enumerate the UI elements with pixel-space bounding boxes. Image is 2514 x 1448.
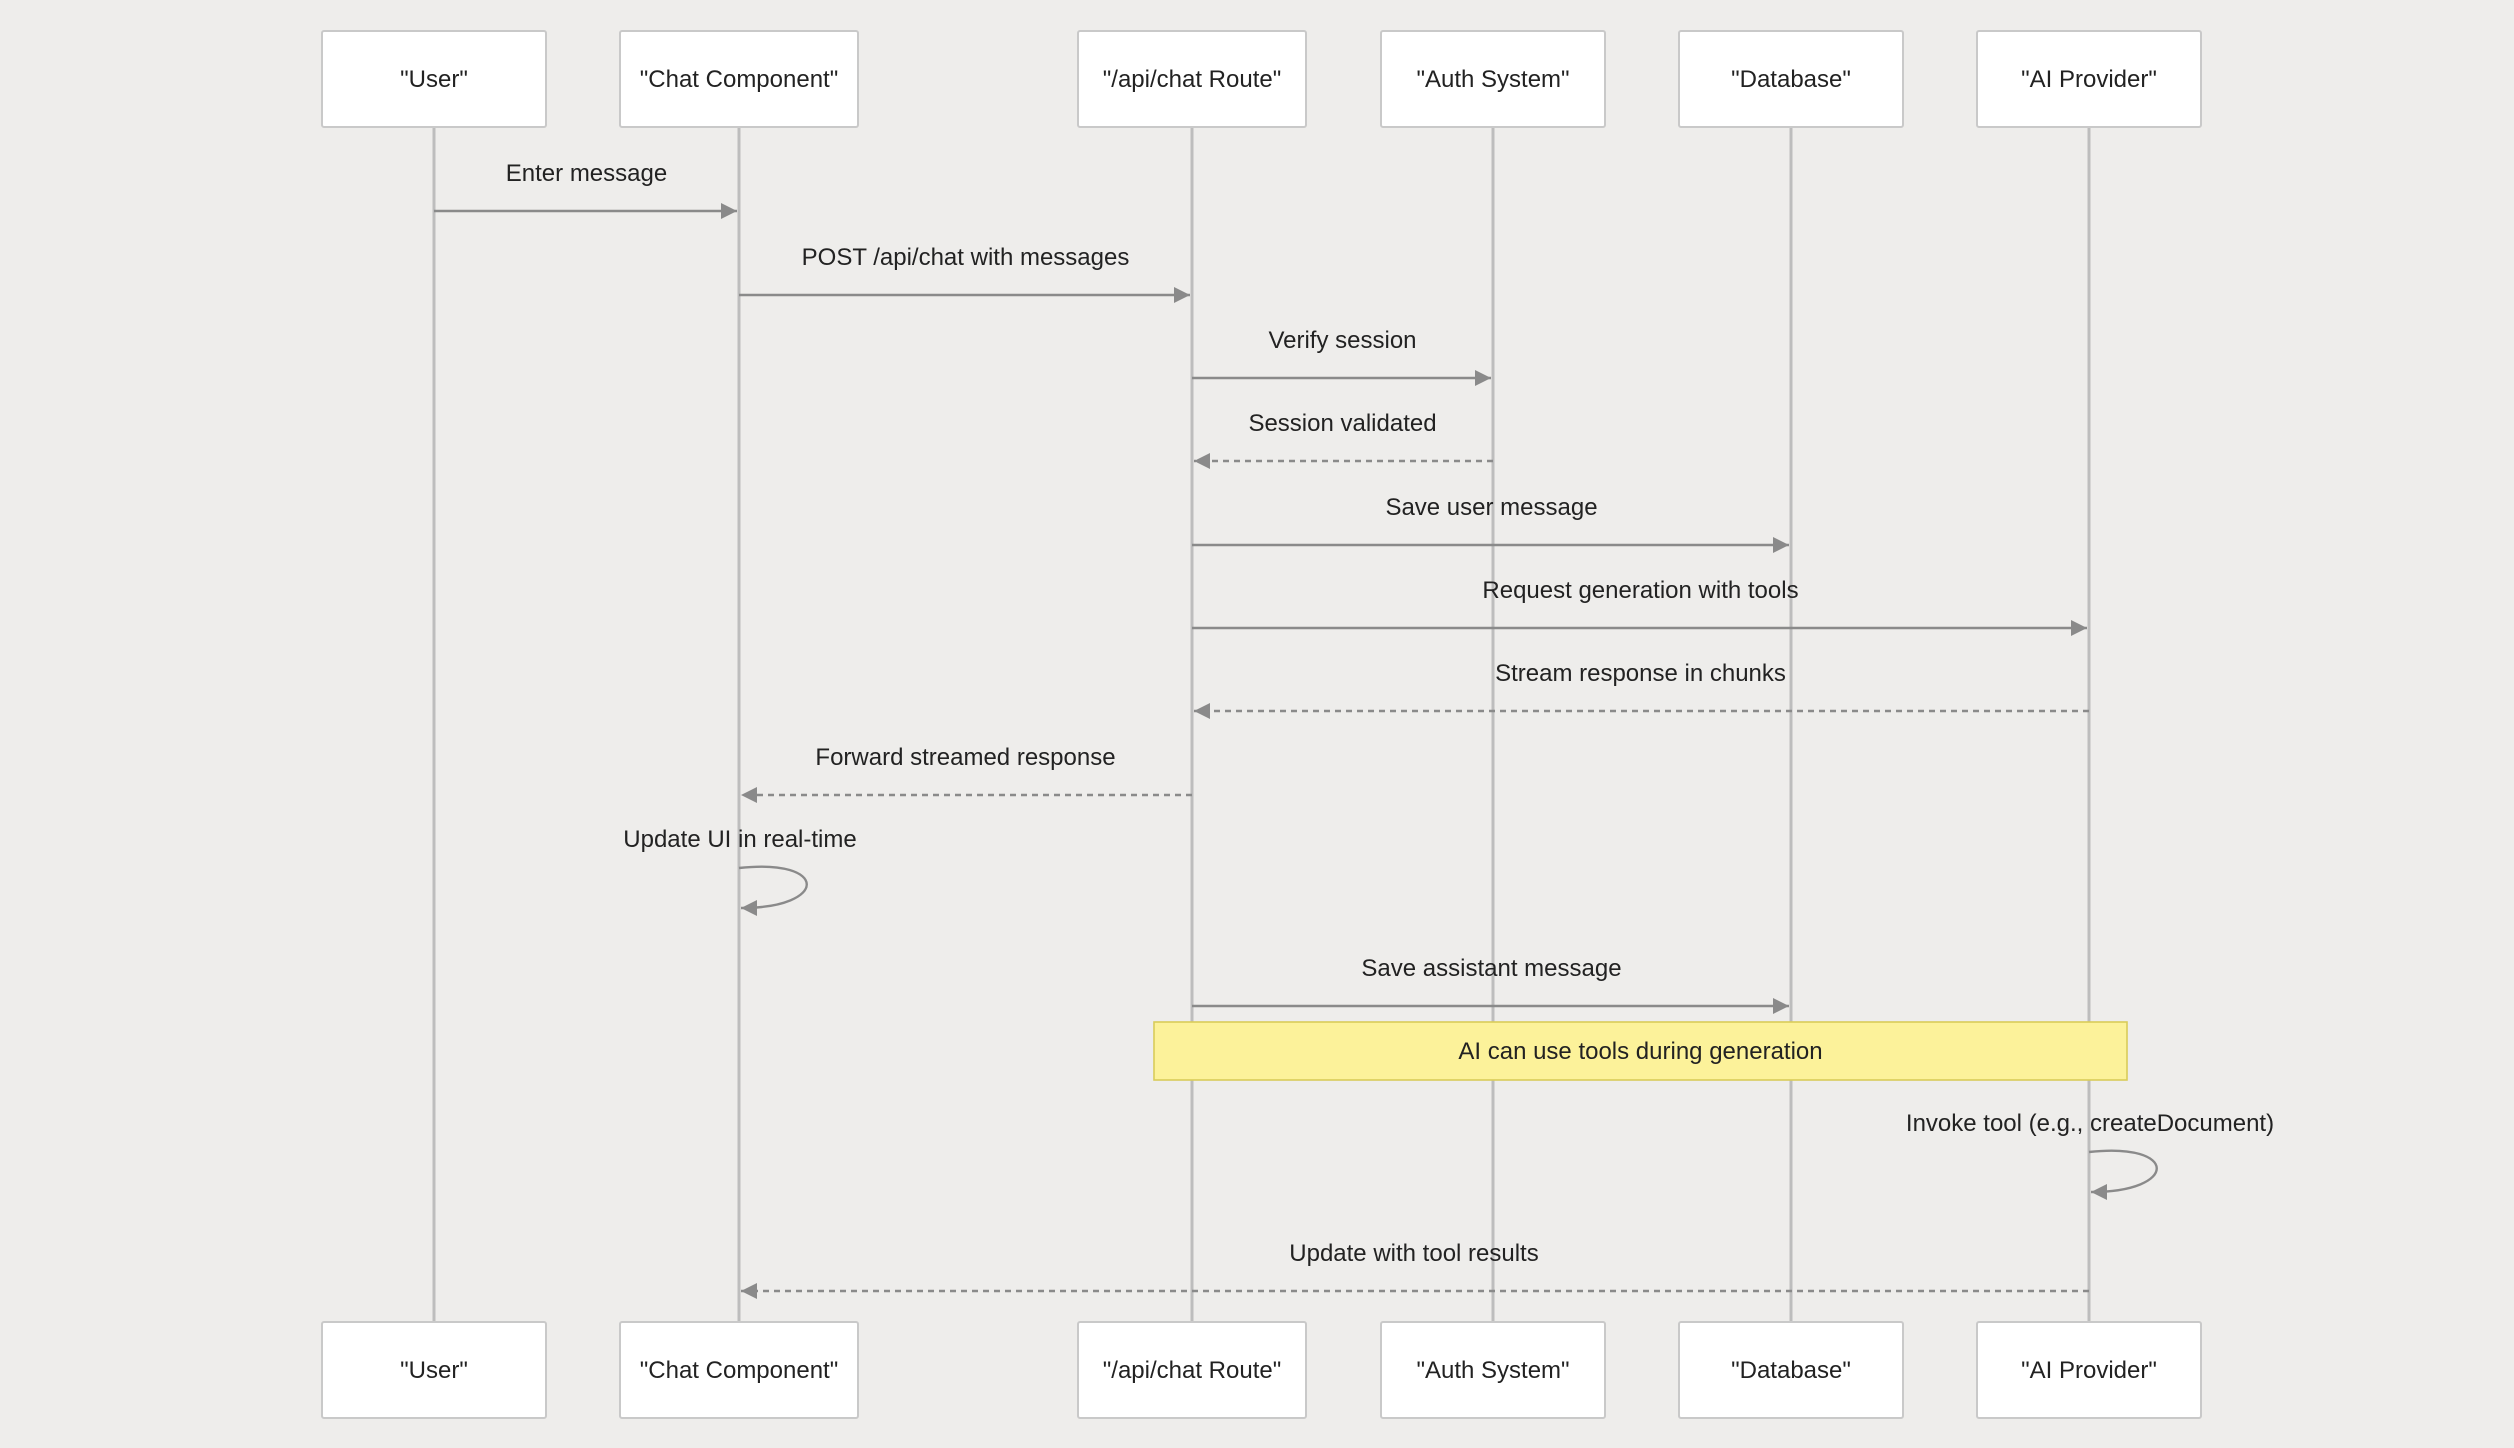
actor-box: [1380, 30, 1606, 128]
self-message-label: Update UI in real-time: [623, 826, 856, 853]
actor-auth-top: "Auth System": [1380, 30, 1606, 128]
message-label: Verify session: [1268, 327, 1416, 354]
actor-label: "Chat Component": [640, 1357, 838, 1384]
actor-label: "Auth System": [1416, 66, 1569, 93]
actor-route-top: "/api/chat Route": [1077, 30, 1307, 128]
actor-label: "/api/chat Route": [1103, 1357, 1281, 1384]
self-message-label: Invoke tool (e.g., createDocument): [1906, 1110, 2274, 1137]
actor-box: [619, 1321, 859, 1419]
message-label: Forward streamed response: [815, 744, 1115, 771]
actor-auth-bottom: "Auth System": [1380, 1321, 1606, 1419]
message-label: Session validated: [1248, 410, 1436, 437]
actor-ai-top: "AI Provider": [1976, 30, 2202, 128]
actor-user-bottom: "User": [321, 1321, 547, 1419]
self-message-arrow: [738, 865, 808, 916]
actor-route-bottom: "/api/chat Route": [1077, 1321, 1307, 1419]
actor-label: "User": [400, 66, 468, 93]
message-label: Stream response in chunks: [1495, 660, 1786, 687]
actor-box: [1976, 1321, 2202, 1419]
step-1-message: Enter message: [434, 160, 737, 219]
actor-label: "Database": [1731, 1357, 1851, 1384]
message-label: Save assistant message: [1361, 955, 1621, 982]
actor-db-top: "Database": [1678, 30, 1904, 128]
actor-chat-bottom: "Chat Component": [619, 1321, 859, 1419]
actor-label: "Database": [1731, 66, 1851, 93]
actor-label: "AI Provider": [2021, 1357, 2157, 1384]
step-4-message: Session validated: [1194, 410, 1493, 469]
step-8-message: Forward streamed response: [741, 744, 1192, 803]
actor-label: "AI Provider": [2021, 66, 2157, 93]
step-13-message: Update with tool results: [741, 1240, 2089, 1299]
actor-label: "User": [400, 1357, 468, 1384]
step-2-message: POST /api/chat with messages: [739, 244, 1190, 303]
actor-label: "Auth System": [1416, 1357, 1569, 1384]
step-5-message: Save user message: [1192, 494, 1789, 553]
message-label: Request generation with tools: [1482, 577, 1798, 604]
self-message-arrow: [2088, 1149, 2158, 1200]
actor-box: [1077, 1321, 1307, 1419]
actor-db-bottom: "Database": [1678, 1321, 1904, 1419]
step-7-message: Stream response in chunks: [1194, 660, 2089, 719]
actor-user-top: "User": [321, 30, 547, 128]
actor-box: [1678, 1321, 1904, 1419]
step-11-note: AI can use tools during generation: [1153, 1021, 2128, 1081]
step-6-message: Request generation with tools: [1192, 577, 2087, 636]
actor-chat-top: "Chat Component": [619, 30, 859, 128]
actor-label: "Chat Component": [640, 66, 838, 93]
actor-box: [1678, 30, 1904, 128]
step-10-message: Save assistant message: [1192, 955, 1789, 1014]
actor-box: [1380, 1321, 1606, 1419]
message-label: Enter message: [506, 160, 667, 187]
actor-label: "/api/chat Route": [1103, 66, 1281, 93]
actor-box: [321, 1321, 547, 1419]
step-3-message: Verify session: [1192, 327, 1491, 386]
note-box: [1153, 1021, 2128, 1081]
message-label: POST /api/chat with messages: [802, 244, 1130, 271]
actor-box: [1077, 30, 1307, 128]
step-12-self: Invoke tool (e.g., createDocument): [1906, 1110, 2274, 1200]
message-label: Update with tool results: [1289, 1240, 1538, 1267]
note-label: AI can use tools during generation: [1458, 1038, 1822, 1065]
actor-ai-bottom: "AI Provider": [1976, 1321, 2202, 1419]
step-9-self: Update UI in real-time: [623, 826, 857, 916]
actor-box: [619, 30, 859, 128]
actor-box: [321, 30, 547, 128]
actor-box: [1976, 30, 2202, 128]
message-label: Save user message: [1385, 494, 1597, 521]
